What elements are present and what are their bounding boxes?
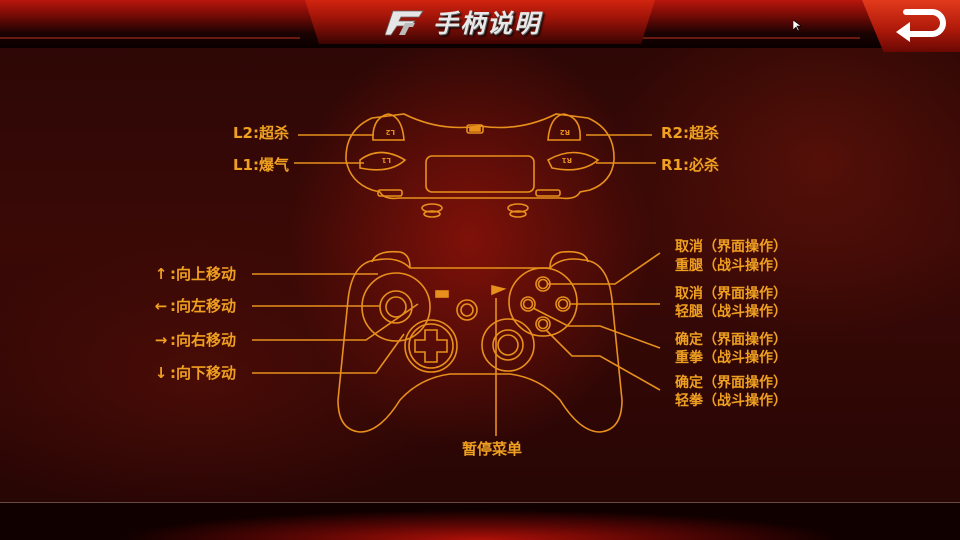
arrow-up-icon: ↑ bbox=[154, 265, 168, 283]
l1-badge: L1 bbox=[382, 156, 391, 164]
page-title-group: 手柄说明 bbox=[385, 4, 541, 40]
face-button-bottom-label-2: 轻拳（战斗操作） bbox=[675, 393, 787, 409]
face-button-bottom-label-1: 确定（界面操作） bbox=[675, 375, 787, 391]
face-button-left-label-2: 重拳（战斗操作） bbox=[675, 350, 787, 366]
face-button-top-label-1: 取消（界面操作） bbox=[675, 239, 787, 255]
footer-bar bbox=[0, 503, 960, 540]
r1-badge: R1 bbox=[562, 156, 572, 164]
game-logo-icon bbox=[385, 10, 424, 36]
arrow-down-icon: ↓ bbox=[154, 364, 168, 382]
pause-menu-label: 暂停菜单 bbox=[462, 440, 523, 458]
r2-label: R2:超杀 bbox=[661, 124, 719, 142]
face-button-left-label-1: 确定（界面操作） bbox=[675, 332, 787, 348]
r2-badge: R2 bbox=[560, 128, 570, 136]
l1-label: L1:爆气 bbox=[233, 156, 289, 174]
move-right-label: →:向右移动 bbox=[152, 331, 236, 349]
move-down-label: ↓:向下移动 bbox=[152, 364, 236, 382]
arrow-left-icon: ← bbox=[154, 297, 168, 315]
l2-badge: L2 bbox=[386, 128, 395, 136]
r1-label: R1:必杀 bbox=[661, 156, 719, 174]
header-divider-left bbox=[0, 37, 300, 39]
move-left-label: ←:向左移动 bbox=[152, 297, 236, 315]
return-arrow-icon bbox=[896, 9, 946, 42]
l2-label: L2:超杀 bbox=[233, 124, 289, 142]
face-button-top-label-2: 重腿（战斗操作） bbox=[675, 258, 787, 274]
move-up-label: ↑:向上移动 bbox=[152, 265, 236, 283]
face-button-right-label-1: 取消（界面操作） bbox=[675, 286, 787, 302]
face-button-right-label-2: 轻腿（战斗操作） bbox=[675, 304, 787, 320]
header-divider-right bbox=[600, 37, 860, 39]
arrow-right-icon: → bbox=[154, 331, 168, 349]
mouse-cursor-icon bbox=[793, 20, 802, 32]
page-title: 手柄说明 bbox=[433, 9, 542, 38]
title-plate bbox=[305, 0, 655, 44]
